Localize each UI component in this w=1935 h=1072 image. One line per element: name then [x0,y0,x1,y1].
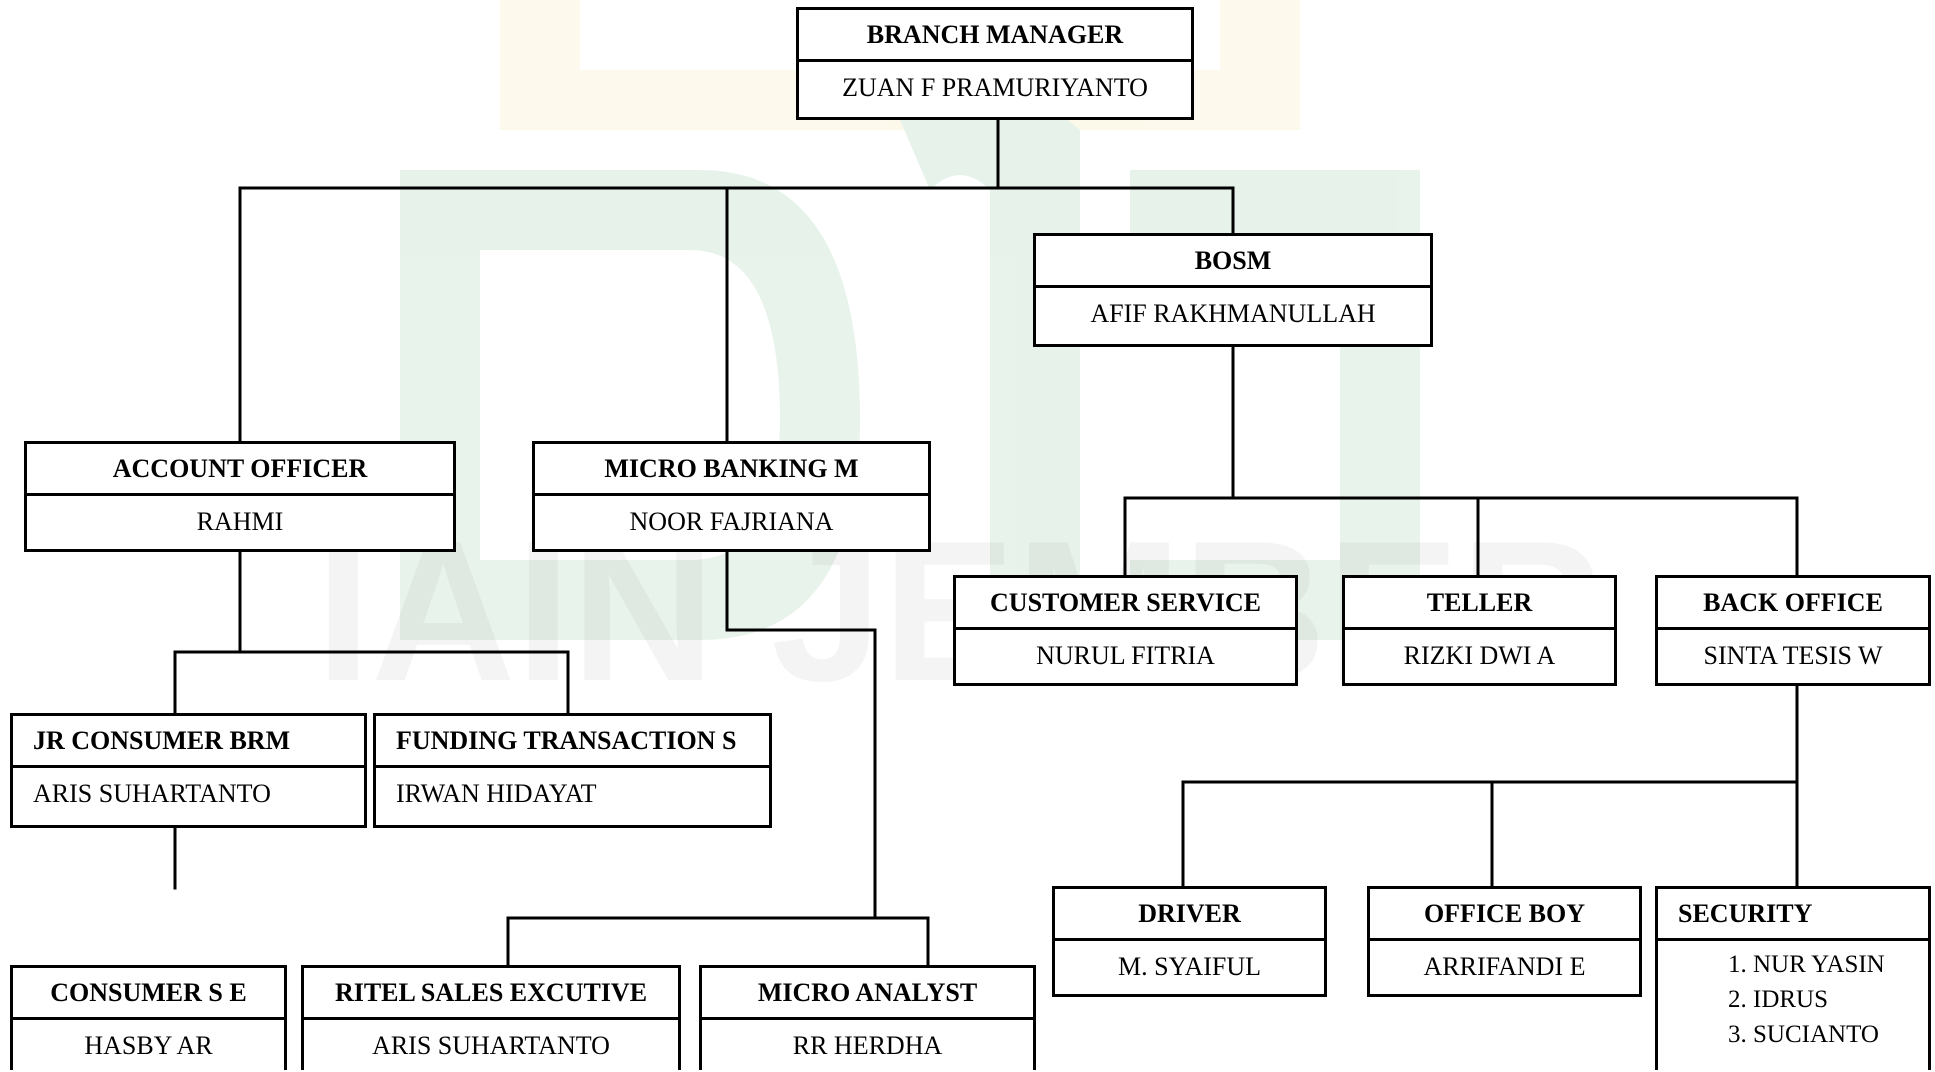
account-officer-title: ACCOUNT OFFICER [27,444,453,496]
bosm-box: BOSM AFIF RAKHMANULLAH [1033,233,1433,347]
jr-consumer-title: JR CONSUMER BRM [13,716,364,768]
micro-analyst-title: MICRO ANALYST [702,968,1033,1020]
account-officer-name: RAHMI [196,507,284,536]
branch-manager-title: BRANCH MANAGER [799,10,1191,62]
security-box: SECURITY 1. NUR YASIN 2. IDRUS 3. SUCIAN… [1655,886,1931,1070]
customer-service-box: CUSTOMER SERVICE NURUL FITRIA [953,575,1298,686]
customer-service-title: CUSTOMER SERVICE [956,578,1295,630]
office-boy-name: ARRIFANDI E [1423,952,1586,981]
bosm-title: BOSM [1036,236,1430,288]
security-member: 2. IDRUS [1728,986,1829,1013]
funding-transaction-name: IRWAN HIDAYAT [396,779,597,808]
consumer-se-box: CONSUMER S E HASBY AR [10,965,287,1070]
back-office-title: BACK OFFICE [1658,578,1928,630]
consumer-se-title: CONSUMER S E [13,968,284,1020]
jr-consumer-name: ARIS SUHARTANTO [33,779,271,808]
security-title: SECURITY [1658,889,1928,941]
funding-transaction-title: FUNDING TRANSACTION S [376,716,769,768]
security-member: 3. SUCIANTO [1728,1021,1879,1048]
driver-box: DRIVER M. SYAIFUL [1052,886,1327,997]
back-office-box: BACK OFFICE SINTA TESIS W [1655,575,1931,686]
ritel-sales-title: RITEL SALES EXCUTIVE [304,968,678,1020]
micro-analyst-name: RR HERDHA [792,1031,943,1060]
back-office-name: SINTA TESIS W [1703,641,1883,670]
micro-banking-name: NOOR FAJRIANA [629,507,834,536]
security-members: 1. NUR YASIN 2. IDRUS 3. SUCIANTO [1658,941,1928,1052]
ritel-sales-box: RITEL SALES EXCUTIVE ARIS SUHARTANTO [301,965,681,1070]
micro-banking-box: MICRO BANKING M NOOR FAJRIANA [532,441,931,552]
teller-title: TELLER [1345,578,1614,630]
office-boy-title: OFFICE BOY [1370,889,1639,941]
teller-box: TELLER RIZKI DWI A [1342,575,1617,686]
bosm-name: AFIF RAKHMANULLAH [1090,299,1376,328]
driver-title: DRIVER [1055,889,1324,941]
teller-name: RIZKI DWI A [1403,641,1556,670]
driver-name: M. SYAIFUL [1117,952,1262,981]
micro-analyst-box: MICRO ANALYST RR HERDHA [699,965,1036,1070]
account-officer-box: ACCOUNT OFFICER RAHMI [24,441,456,552]
branch-manager-box: BRANCH MANAGER ZUAN F PRAMURIYANTO [796,7,1194,120]
ritel-sales-name: ARIS SUHARTANTO [372,1031,610,1060]
office-boy-box: OFFICE BOY ARRIFANDI E [1367,886,1642,997]
branch-manager-name: ZUAN F PRAMURIYANTO [842,73,1148,102]
consumer-se-name: HASBY AR [84,1031,213,1060]
security-member: 1. NUR YASIN [1728,951,1885,978]
micro-banking-title: MICRO BANKING M [535,444,928,496]
funding-transaction-box: FUNDING TRANSACTION S IRWAN HIDAYAT [373,713,772,828]
jr-consumer-box: JR CONSUMER BRM ARIS SUHARTANTO [10,713,367,828]
customer-service-name: NURUL FITRIA [1036,641,1215,670]
